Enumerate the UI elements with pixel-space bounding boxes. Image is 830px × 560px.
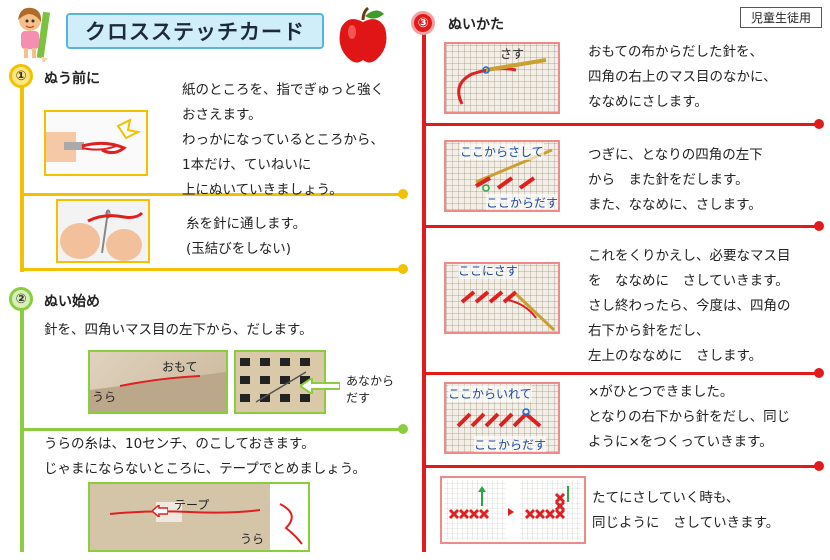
text-line: 上にぬいていきましょう。 — [182, 182, 343, 198]
step1-photo: さす — [444, 42, 560, 114]
step2-text: つぎに、となりの四角の左下 から また針をだします。 また、ななめに、さします。 — [588, 143, 763, 218]
text-line: 右下から針をだし、 — [588, 323, 710, 339]
text-line: を ななめに さしていきます。 — [588, 273, 789, 289]
section1-divider — [20, 193, 402, 196]
section2-number: ② — [9, 287, 33, 311]
step2-photo: ここからさして ここからだす — [444, 140, 560, 212]
tape-back-photo: テープ うら — [88, 482, 310, 552]
step3-divider — [422, 372, 818, 375]
text-line: うらの糸は、10センチ、のこしておきます。 — [44, 436, 315, 452]
step5-photo — [440, 476, 586, 544]
section1-divider-dot — [398, 189, 408, 199]
text-line: 糸を針に通します。 — [186, 216, 307, 232]
section1-text-a: 紙のところを、指でぎゅっと強く おさえます。 わっかになっているところから、 1… — [182, 78, 384, 203]
girl-pencil-illustration — [10, 4, 56, 64]
hole-label: あなから だす — [346, 372, 394, 406]
green-arrow-icon — [298, 376, 341, 396]
apple-icon — [336, 6, 390, 66]
step1-text: おもての布からだした針を、 四角の右上のマス目のなかに、 ななめにさします。 — [588, 40, 777, 115]
needle-threading-photo — [56, 199, 150, 263]
section2-divider — [20, 428, 402, 431]
step3-divider-dot — [814, 368, 824, 378]
text-line: おもての布からだした針を、 — [588, 44, 763, 60]
step2-divider-dot — [814, 221, 824, 231]
section1-end-dot — [398, 264, 408, 274]
section1-number: ① — [9, 64, 33, 88]
label-hole-line2: だす — [346, 391, 371, 405]
text-line: ように×をつくっていきます。 — [588, 434, 773, 450]
section1-text-b: 糸を針に通します。 (玉結びをしない) — [186, 212, 306, 262]
step4-label-1: ここからいれて — [448, 385, 532, 402]
red-arrow-icon — [150, 502, 169, 521]
text-line: さし終わったら、今度は、四角の — [588, 298, 791, 314]
step4-photo: ここからいれて ここからだす — [444, 382, 560, 454]
section2-divider-dot — [398, 424, 408, 434]
section2-heading: ぬい始め — [44, 294, 100, 310]
text-line: となりの右下から針をだし、同じ — [588, 409, 791, 425]
cloth-front-back-photo: おもて うら — [88, 350, 228, 414]
text-line: おさえます。 — [182, 107, 262, 123]
text-line: 左上のななめに さします。 — [588, 348, 763, 364]
text-line: ×がひとつできました。 — [588, 384, 734, 400]
label-front: おもて — [162, 360, 198, 374]
text-line: から また針をだします。 — [588, 172, 749, 188]
text-line: これをくりかえし、必要なマス目 — [588, 248, 791, 264]
step3-label: ここにさす — [458, 264, 518, 279]
step1-label: さす — [500, 47, 525, 61]
text-line: 同じように さしていきます。 — [592, 515, 780, 531]
text-line: たてにさしていく時も、 — [592, 490, 740, 506]
step2-label-2: ここからだす — [486, 194, 559, 210]
section2-text-1: 針を、四角いマス目の左下から、だします。 — [44, 322, 313, 338]
section1-heading: ぬう前に — [44, 71, 100, 87]
step1-divider — [422, 123, 818, 126]
section3-number: ③ — [411, 11, 435, 35]
text-line: (玉結びをしない) — [186, 241, 292, 257]
label-hole-line1: あなから — [346, 374, 395, 388]
label-back: うら — [92, 390, 117, 404]
section1-end-line — [20, 268, 402, 271]
step3-photo: ここにさす — [444, 262, 560, 334]
text-line: 1本だけ、ていねいに — [182, 157, 312, 173]
step4-label-2: ここからだす — [474, 436, 547, 452]
section2-text-c: うらの糸は、10センチ、のこしておきます。 じゃまにならないところに、テープでと… — [44, 432, 366, 482]
audience-badge: 児童生徒用 — [740, 7, 822, 28]
text-line: つぎに、となりの四角の左下 — [588, 147, 763, 163]
step4-divider-dot — [814, 461, 824, 471]
label-tape: テープ — [174, 498, 210, 512]
text-line: ななめにさします。 — [588, 94, 708, 110]
text-line: じゃまにならないところに、テープでとめましょう。 — [44, 461, 366, 477]
section3-heading: ぬいかた — [448, 17, 504, 33]
label-back-2: うら — [240, 532, 265, 546]
text-line: 四角の右上のマス目のなかに、 — [588, 69, 777, 85]
step3-text: これをくりかえし、必要なマス目 を ななめに さしていきます。 さし終わったら、… — [588, 244, 791, 369]
text-line: また、ななめに、さします。 — [588, 197, 762, 213]
section1-timeline — [20, 84, 24, 272]
section3-timeline — [422, 32, 426, 552]
thread-loop-photo — [44, 110, 148, 176]
step2-label-1: ここからさして — [460, 143, 544, 160]
text-line: わっかになっているところから、 — [182, 132, 384, 148]
step2-divider — [422, 225, 818, 228]
text-line: 紙のところを、指でぎゅっと強く — [182, 82, 385, 98]
page-title: クロスステッチカード — [66, 13, 324, 49]
step5-text: たてにさしていく時も、 同じように さしていきます。 — [592, 486, 779, 536]
step4-text: ×がひとつできました。 となりの右下から針をだし、同じ ように×をつくっていきま… — [588, 380, 790, 455]
step4-divider — [422, 465, 818, 468]
step1-divider-dot — [814, 119, 824, 129]
